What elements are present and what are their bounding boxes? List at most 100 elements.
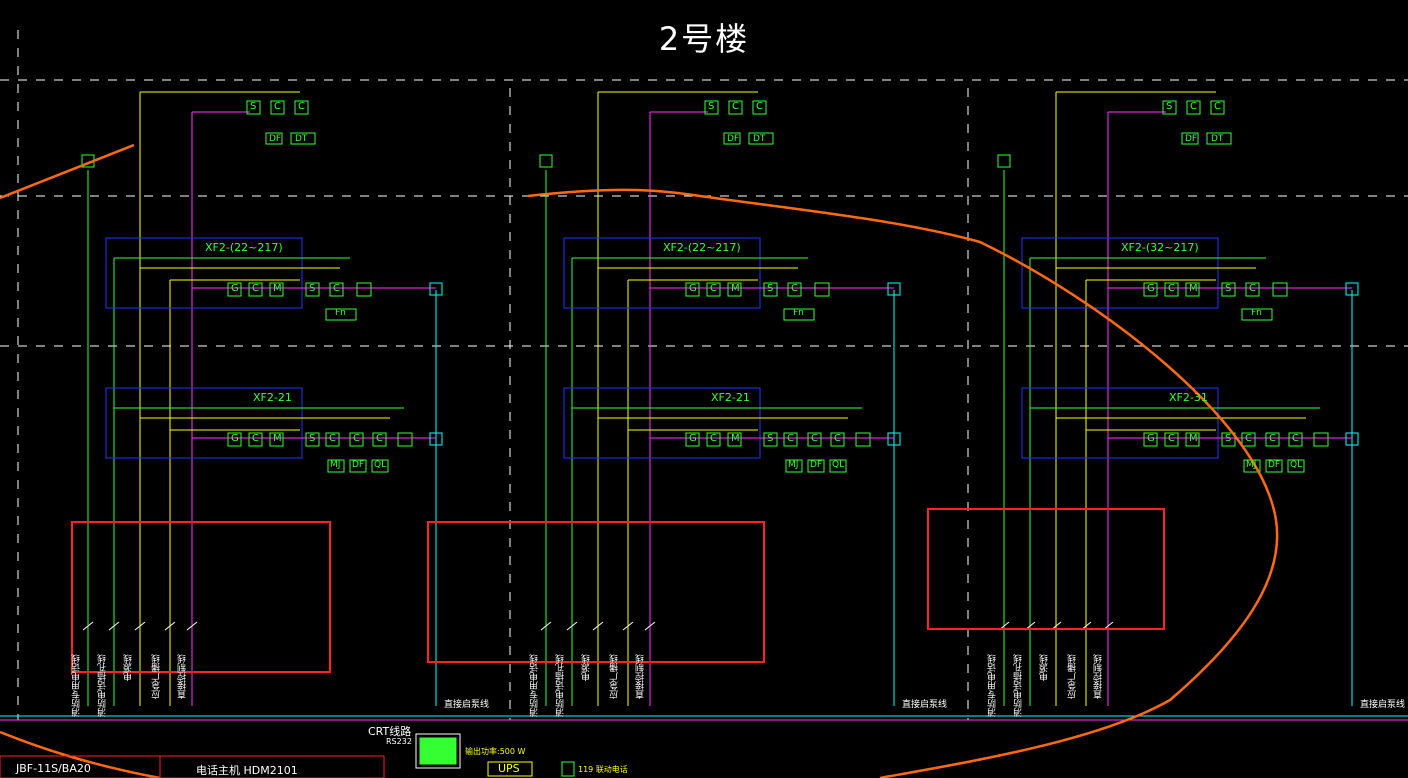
box-a-device <box>329 282 344 297</box>
box-b-sub-label: DF <box>1268 460 1281 470</box>
switch-tick <box>622 621 634 631</box>
switch-tick <box>134 621 146 631</box>
box-b-device <box>807 432 822 447</box>
box-a-device-label: G <box>689 283 697 294</box>
box-b-device <box>248 432 263 447</box>
box-b-device-label: C <box>710 433 717 444</box>
box-a-device <box>1143 282 1158 297</box>
bus-label: 消防专用电话线 <box>72 654 82 717</box>
box-a-device <box>1245 282 1260 297</box>
box-a-device-label: M <box>1189 283 1198 294</box>
box-a-bell <box>1272 282 1288 297</box>
top-sub-box <box>1181 132 1199 145</box>
box-b-sub-label: DF <box>810 460 823 470</box>
box-b-device-label: M <box>1189 433 1198 444</box>
box-a-device <box>727 282 742 297</box>
crt-label: CRT线路 <box>368 725 412 738</box>
box-b-device-label: G <box>231 433 239 444</box>
top-sub-box-2 <box>1206 132 1232 145</box>
bus-label: 消防电话插孔线 <box>556 654 566 717</box>
box-b-sub-label: MJ <box>788 460 799 470</box>
box-b-device <box>349 432 364 447</box>
bus-label: 应急广播线 <box>152 654 162 699</box>
box-b-device <box>269 432 284 447</box>
switch-tick <box>164 621 176 631</box>
panel-box <box>0 755 385 778</box>
box-a-device <box>305 282 320 297</box>
box-a-device-label: C <box>791 283 798 294</box>
box-b-device-label: C <box>1292 433 1299 444</box>
box-a-sub-box <box>1241 308 1273 321</box>
box-b-device <box>1185 432 1200 447</box>
box-b-alarm <box>429 432 443 446</box>
box-a-device-label: G <box>231 283 239 294</box>
top-device-label: S <box>708 101 715 112</box>
panel-model-text: JBF-11S/BA20 <box>16 762 91 775</box>
box-b-bell <box>855 432 871 447</box>
top-sub-label-2: DT <box>295 134 308 144</box>
box-b-title: XF2-21 <box>253 391 292 404</box>
box-b-sub-box <box>1265 459 1283 473</box>
box-a-device <box>706 282 721 297</box>
top-device-label: C <box>298 101 305 112</box>
top-device <box>294 100 309 115</box>
top-sub-box-2 <box>748 132 774 145</box>
switch-tick <box>592 621 604 631</box>
bus-label: 直接控制线 <box>1094 654 1104 699</box>
ups-label: UPS <box>498 762 520 775</box>
switch-tick <box>186 621 198 631</box>
box-b-device <box>830 432 845 447</box>
box-b-device-label: S <box>1225 433 1232 444</box>
box-b-sub-label: MJ <box>330 460 341 470</box>
box-b-device <box>227 432 242 447</box>
bus-label: 消防专用电话线 <box>530 654 540 717</box>
box-b-device <box>1164 432 1179 447</box>
box-b-bell <box>397 432 413 447</box>
top-device <box>728 100 743 115</box>
bus-label: 直接控制线 <box>178 654 188 699</box>
box-a-device-label: S <box>309 283 316 294</box>
box-a-device-label: M <box>273 283 282 294</box>
top-device <box>246 100 261 115</box>
box-a-device <box>269 282 284 297</box>
box-a-device <box>1185 282 1200 297</box>
box-b-device <box>325 432 340 447</box>
box-b-device-label: M <box>273 433 282 444</box>
highlight-box <box>71 521 331 673</box>
top-sub-label-2: DT <box>753 134 766 144</box>
box-b-device-label: C <box>353 433 360 444</box>
floor-box-b <box>563 387 761 459</box>
box-b-device-label: C <box>329 433 336 444</box>
box-a-device <box>1221 282 1236 297</box>
box-a-device-label: C <box>1168 283 1175 294</box>
box-b-device <box>1241 432 1256 447</box>
bus-label: 消防电话插孔线 <box>1014 654 1024 717</box>
top-sub-box-2 <box>290 132 316 145</box>
top-device <box>1186 100 1201 115</box>
box-a-bell <box>356 282 372 297</box>
box-b-sub-box <box>829 459 847 473</box>
box-b-bell <box>1313 432 1329 447</box>
box-b-device <box>372 432 387 447</box>
box-a-device <box>227 282 242 297</box>
box-b-device <box>305 432 320 447</box>
floor-box-a <box>563 237 761 309</box>
box-b-device-label: C <box>834 433 841 444</box>
box-b-device <box>1143 432 1158 447</box>
box-b-alarm <box>887 432 901 446</box>
switch-tick <box>644 621 656 631</box>
top-device <box>704 100 719 115</box>
box-b-alarm <box>1345 432 1359 446</box>
box-a-device-label: C <box>252 283 259 294</box>
box-b-device-label: G <box>689 433 697 444</box>
box-a-device <box>685 282 700 297</box>
switch-tick <box>566 621 578 631</box>
box-a-sub-box <box>783 308 815 321</box>
box-a-sub-label: Fn <box>335 308 346 318</box>
switch-tick <box>82 621 94 631</box>
box-a-device-label: M <box>731 283 740 294</box>
bus-label: 应急广播线 <box>1068 654 1078 699</box>
floor-box-a <box>1021 237 1219 309</box>
box-a-title: XF2-(22~217) <box>663 241 741 254</box>
